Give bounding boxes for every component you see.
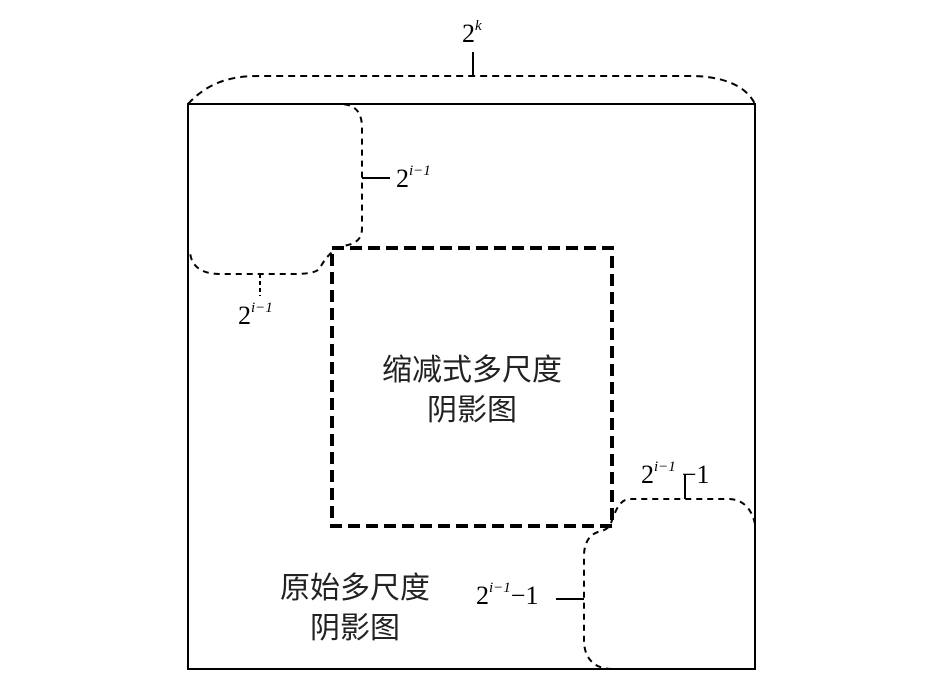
label-lower-right-top: 2i−1−1 [641, 459, 709, 489]
label-upper-left-bottom: 2i−1 [238, 300, 273, 330]
inner-box-title-line2: 阴影图 [427, 393, 517, 428]
inner-box [330, 246, 614, 528]
inner-box-title-line1: 缩减式多尺度 [382, 353, 562, 388]
label-top: 2k [462, 18, 482, 48]
label-upper-left-side: 2i−1 [396, 163, 431, 193]
outer-box-title-line2: 阴影图 [310, 611, 400, 646]
upper-left-region [189, 103, 363, 275]
lower-right-region [583, 498, 756, 670]
outer-box-title-line1: 原始多尺度 [280, 571, 430, 606]
label-lower-right-side: 2i−1−1 [476, 580, 538, 610]
outer-box [187, 103, 756, 670]
top-brace [187, 75, 756, 105]
